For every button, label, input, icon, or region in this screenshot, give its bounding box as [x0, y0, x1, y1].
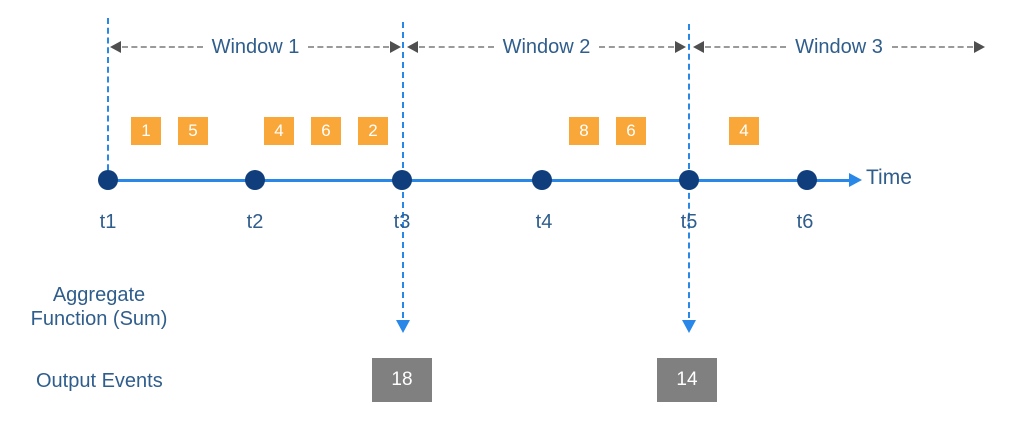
- event-value: 8: [569, 117, 599, 145]
- aggregate-function-label-line1: Aggregate: [52, 284, 146, 306]
- arrow-right-icon: [974, 41, 985, 53]
- arrow-left-icon: [407, 41, 418, 53]
- dashed-line: [122, 46, 203, 48]
- tick-label: t1: [99, 211, 117, 233]
- dashed-line: [419, 46, 494, 48]
- time-point-t2: [245, 170, 265, 190]
- time-axis-line: [108, 179, 850, 182]
- window-band-2: Window 2: [407, 37, 686, 57]
- window-label: Window 2: [502, 36, 591, 58]
- time-axis-arrow-icon: [849, 173, 862, 187]
- output-event-box: 14: [657, 358, 717, 402]
- event-value: 4: [264, 117, 294, 145]
- tick-label: t5: [680, 211, 698, 233]
- aggregate-function-label: Aggregate Function (Sum): [9, 283, 189, 331]
- output-event-box: 18: [372, 358, 432, 402]
- event-value: 6: [311, 117, 341, 145]
- time-axis-label: Time: [866, 166, 912, 189]
- arrow-right-icon: [390, 41, 401, 53]
- window-label: Window 3: [795, 36, 883, 58]
- output-arrow-down-icon: [396, 320, 410, 333]
- time-point-t4: [532, 170, 552, 190]
- time-point-t3: [392, 170, 412, 190]
- dashed-line: [705, 46, 787, 48]
- dashed-line: [599, 46, 674, 48]
- arrow-left-icon: [693, 41, 704, 53]
- event-value: 1: [131, 117, 161, 145]
- window-label: Window 1: [211, 36, 300, 58]
- time-point-t6: [797, 170, 817, 190]
- window-band-1: Window 1: [110, 37, 401, 57]
- dashed-line: [891, 46, 973, 48]
- tick-label: t3: [393, 211, 411, 233]
- event-value: 5: [178, 117, 208, 145]
- arrow-left-icon: [110, 41, 121, 53]
- tick-label: t6: [796, 211, 814, 233]
- event-value: 4: [729, 117, 759, 145]
- window-band-3: Window 3: [693, 37, 985, 57]
- window-boundary-line-t1: [107, 18, 109, 180]
- dashed-line: [308, 46, 389, 48]
- output-events-label: Output Events: [36, 370, 163, 392]
- tick-label: t4: [535, 211, 553, 233]
- event-value: 6: [616, 117, 646, 145]
- output-arrow-down-icon: [682, 320, 696, 333]
- aggregate-function-label-line2: Function (Sum): [30, 308, 168, 330]
- arrow-right-icon: [675, 41, 686, 53]
- time-point-t1: [98, 170, 118, 190]
- tick-label: t2: [246, 211, 264, 233]
- time-point-t5: [679, 170, 699, 190]
- event-value: 2: [358, 117, 388, 145]
